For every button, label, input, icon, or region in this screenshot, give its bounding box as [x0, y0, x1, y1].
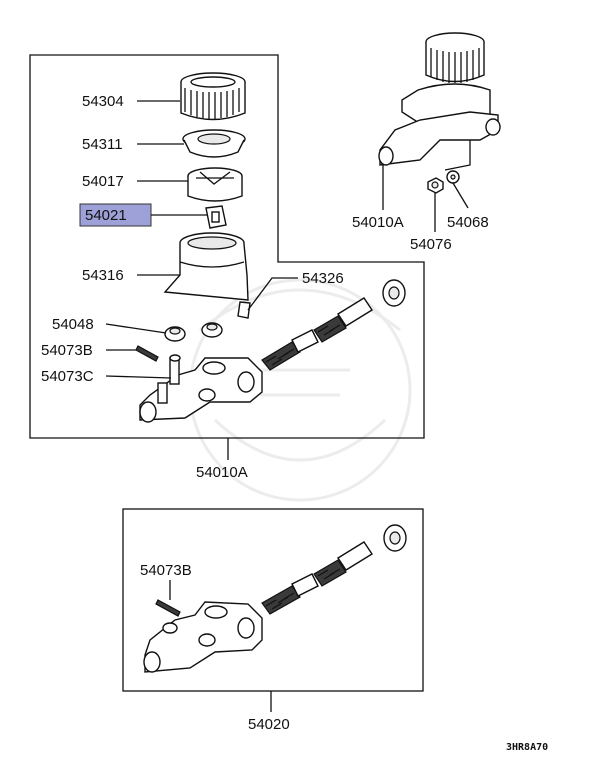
reservoir-tank-illustration	[163, 232, 251, 319]
spring-pin-illustration	[135, 345, 159, 362]
label-54073b-top: 54073B	[41, 342, 93, 359]
label-54020: 54020	[248, 716, 290, 733]
label-54010a-box: 54010A	[196, 464, 248, 481]
label-54048: 54048	[52, 316, 94, 333]
assembly-boundary-box	[29, 54, 425, 439]
label-54311: 54311	[82, 136, 123, 153]
label-54073b-bottom: 54073B	[140, 562, 192, 579]
watermark-emblem	[188, 278, 412, 502]
leader-lines	[105, 100, 469, 712]
assembly-boundary-box-lower	[122, 508, 424, 692]
grommet-illustration	[164, 322, 223, 342]
label-54316: 54316	[82, 267, 124, 284]
label-54010a-assy: 54010A	[352, 214, 404, 231]
label-54326: 54326	[302, 270, 344, 287]
assembled-master-cylinder-illustration	[378, 32, 501, 171]
diagram-code: 3HR8A70	[506, 742, 548, 753]
piston-assembly-illustration	[261, 279, 406, 371]
label-54073c: 54073C	[41, 368, 94, 385]
lower-piston-assembly-illustration	[261, 524, 407, 615]
label-54068: 54068	[447, 214, 489, 231]
reservoir-cap-illustration	[180, 72, 246, 121]
label-54021: 54021	[85, 207, 127, 224]
master-cylinder-body-illustration	[139, 354, 263, 423]
filter-plate-illustration	[205, 205, 227, 229]
strainer-illustration	[187, 167, 243, 202]
label-54017: 54017	[82, 173, 124, 190]
lower-spring-pin-illustration	[155, 599, 181, 617]
lower-master-cylinder-body-illustration	[143, 601, 263, 673]
label-54076: 54076	[410, 236, 452, 253]
nut-and-washer-illustration	[427, 170, 460, 194]
diaphragm-seal-illustration	[182, 129, 246, 158]
label-54304: 54304	[82, 93, 124, 110]
